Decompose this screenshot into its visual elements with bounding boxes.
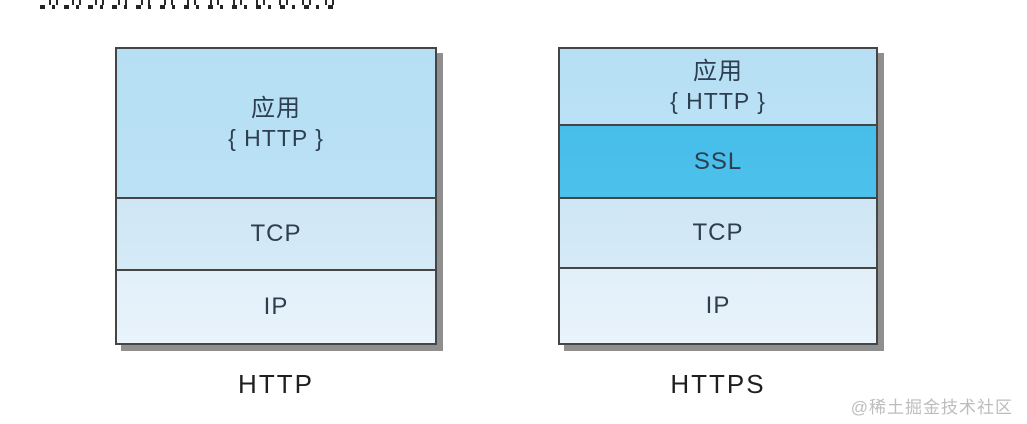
layer-tcp: TCP xyxy=(560,197,876,267)
layer-tcp: TCP xyxy=(117,197,435,269)
layer-title: IP xyxy=(705,292,731,319)
layer-title: SSL xyxy=(693,147,743,175)
https-stack-group: 应用 { HTTP } SSL TCP IP HTTPS xyxy=(558,47,878,400)
http-caption: HTTP xyxy=(238,369,314,399)
layer-title: TCP xyxy=(250,220,302,247)
layer-ip: IP xyxy=(560,267,876,343)
https-protocol-stack: 应用 { HTTP } SSL TCP IP xyxy=(558,47,878,345)
cropped-heading-fragments xyxy=(40,0,336,9)
http-protocol-stack: 应用 { HTTP } TCP IP xyxy=(115,47,437,345)
juejin-watermark: @稀土掘金技术社区 xyxy=(850,398,1013,417)
layer-title: IP xyxy=(263,293,289,320)
https-caption: HTTPS xyxy=(670,369,766,399)
layer-title: 应用 xyxy=(693,58,743,86)
layer-ssl: SSL xyxy=(560,124,876,197)
layer-subtitle: { HTTP } xyxy=(670,88,766,115)
layer-title: TCP xyxy=(692,219,744,246)
layer-application-http: 应用 { HTTP } xyxy=(560,49,876,124)
layer-title: 应用 xyxy=(251,94,301,122)
layer-ip: IP xyxy=(117,269,435,343)
layer-subtitle: { HTTP } xyxy=(228,124,324,151)
layer-application-http: 应用 { HTTP } xyxy=(117,49,435,197)
http-stack-group: 应用 { HTTP } TCP IP HTTP xyxy=(115,47,437,400)
